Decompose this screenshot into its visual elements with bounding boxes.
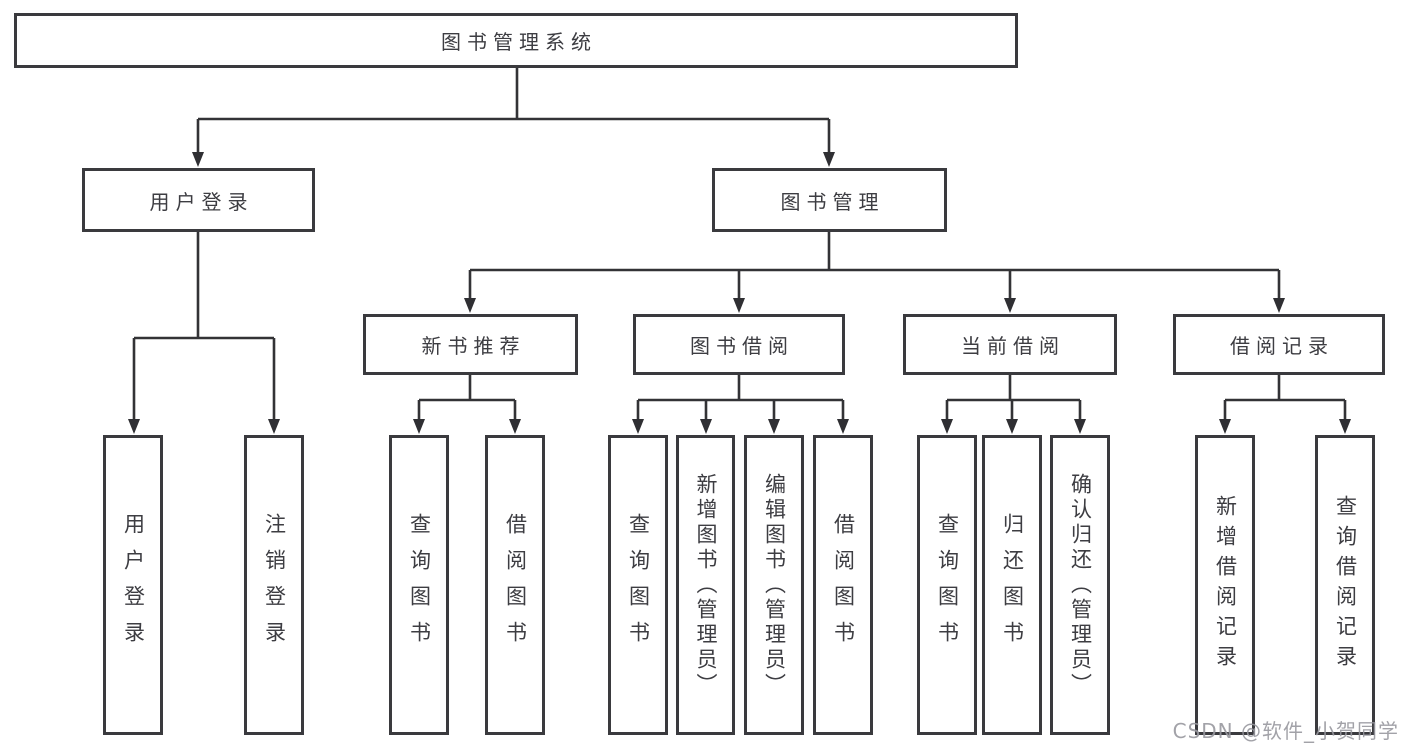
node-borrow-records: 借阅记录 (1173, 314, 1385, 375)
leaf-newbook-borrow-books: 借阅图书 (485, 435, 545, 735)
leaf-borrow-edit-books-admin: 编辑图书（管理员） (744, 435, 804, 735)
leaf-borrow-borrow-books: 借阅图书 (813, 435, 873, 735)
node-new-book-recommend: 新书推荐 (363, 314, 578, 375)
leaf-logout-login: 注销登录 (244, 435, 304, 735)
leaf-label: 借阅图书 (831, 513, 856, 657)
leaf-borrow-add-books-admin: 新增图书（管理员） (676, 435, 735, 735)
leaf-label: 注销登录 (262, 513, 287, 657)
node-library-management-system: 图书管理系统 (14, 13, 1018, 68)
leaf-label: 归还图书 (1000, 513, 1025, 657)
leaf-records-add-borrow-record: 新增借阅记录 (1195, 435, 1255, 735)
node-book-management: 图书管理 (712, 168, 947, 232)
node-book-borrow: 图书借阅 (633, 314, 845, 375)
leaf-label: 确认归还（管理员） (1068, 472, 1093, 698)
leaf-current-confirm-return-admin: 确认归还（管理员） (1050, 435, 1110, 735)
leaf-label: 借阅图书 (503, 513, 528, 657)
leaf-newbook-query-books: 查询图书 (389, 435, 449, 735)
node-current-borrow: 当前借阅 (903, 314, 1117, 375)
leaf-label: 查询图书 (626, 513, 651, 657)
leaf-label: 新增借阅记录 (1213, 495, 1238, 675)
leaf-label: 查询图书 (407, 513, 432, 657)
leaf-label: 用户登录 (121, 513, 146, 657)
watermark: CSDN @软件_小贺同学 (1172, 719, 1399, 743)
leaf-records-query-borrow-record: 查询借阅记录 (1315, 435, 1375, 735)
leaf-current-return-books: 归还图书 (982, 435, 1042, 735)
leaf-user-login: 用户登录 (103, 435, 163, 735)
node-user-login: 用户登录 (82, 168, 315, 232)
leaf-label: 新增图书（管理员） (694, 472, 718, 698)
leaf-label: 查询图书 (935, 513, 960, 657)
leaf-label: 查询借阅记录 (1333, 495, 1358, 675)
leaf-current-query-books: 查询图书 (917, 435, 977, 735)
leaf-label: 编辑图书（管理员） (762, 472, 787, 698)
leaf-borrow-query-books: 查询图书 (608, 435, 668, 735)
